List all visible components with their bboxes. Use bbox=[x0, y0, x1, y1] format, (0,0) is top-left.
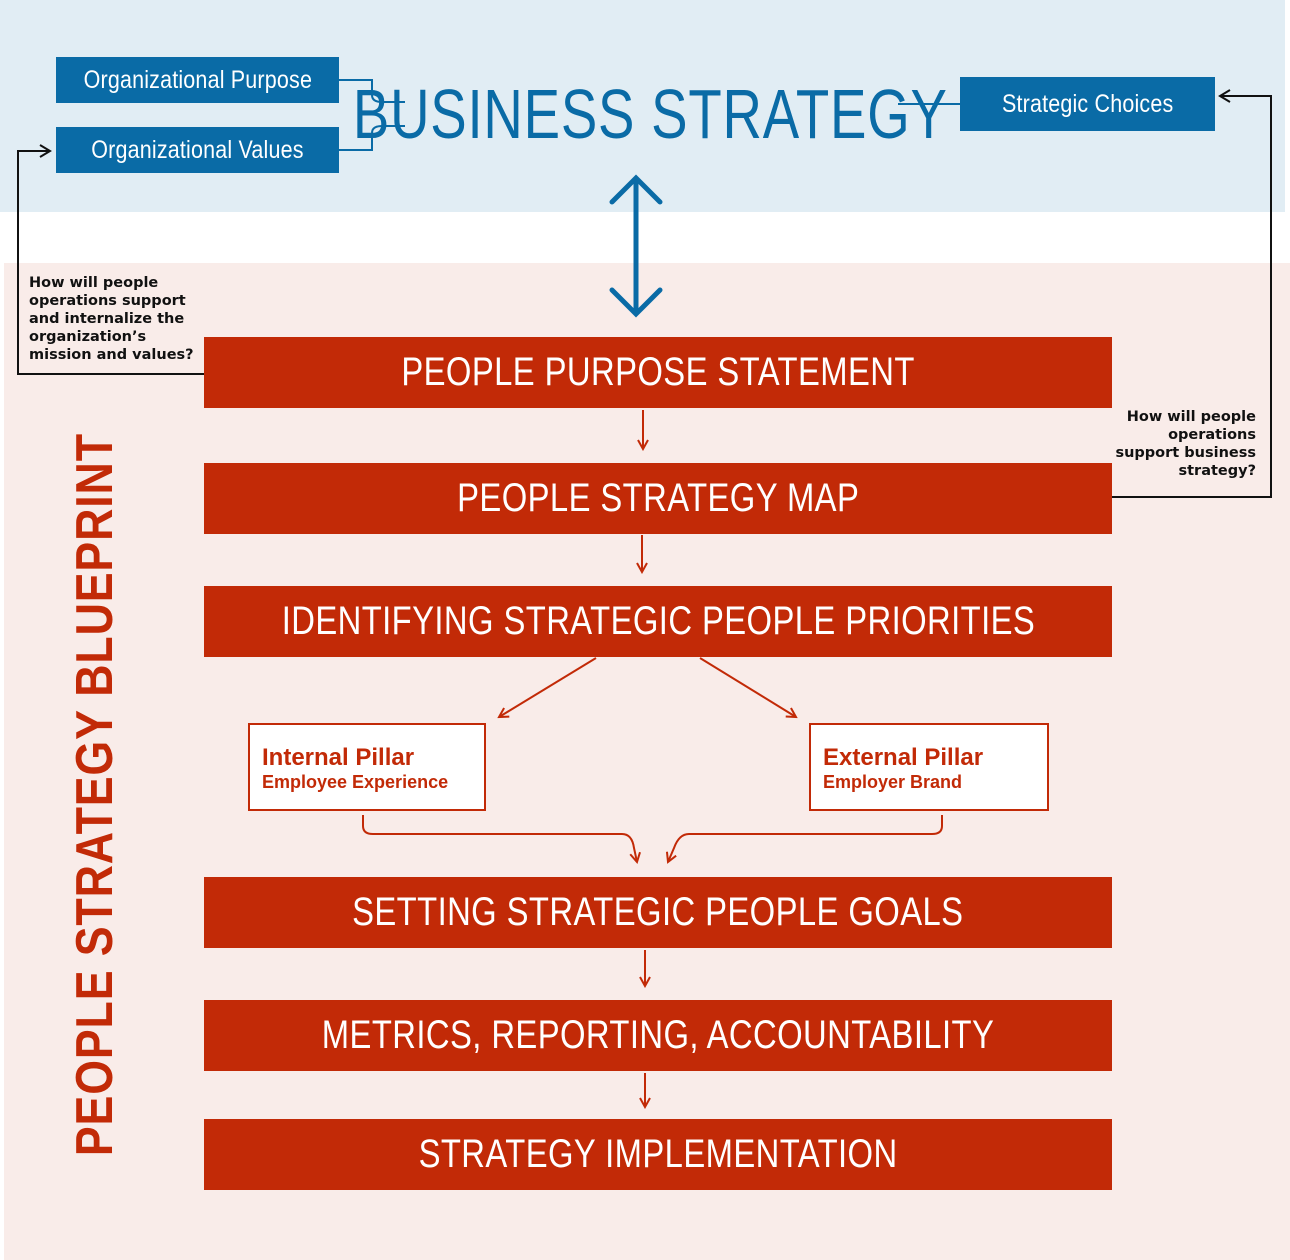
bidirectional-arrow-icon bbox=[609, 174, 663, 318]
left-question: How will people operations support and i… bbox=[29, 275, 194, 363]
right-question: How will people operations support busin… bbox=[1115, 409, 1256, 479]
people-strategy-band bbox=[4, 263, 1290, 1260]
organizational-values-label: Organizational Values bbox=[91, 135, 304, 164]
values-connector bbox=[339, 125, 405, 151]
external-pillar-title: External Pillar bbox=[823, 744, 984, 771]
purpose-connector bbox=[339, 79, 405, 103]
organizational-purpose-box: Organizational Purpose bbox=[56, 57, 339, 103]
arrow-priorities-to-internal bbox=[499, 657, 597, 717]
internal-pillar-title: Internal Pillar bbox=[262, 744, 415, 771]
internal-pillar-subtitle: Employee Experience bbox=[262, 772, 449, 792]
metrics-step: METRICS, REPORTING, ACCOUNTABILITY bbox=[204, 1000, 1112, 1071]
strategic-choices-label: Strategic Choices bbox=[1001, 89, 1174, 118]
external-pillar-box: External Pillar Employer Brand bbox=[809, 723, 1049, 811]
right-feedback-arrow bbox=[1112, 89, 1272, 498]
strategic-goals-step: SETTING STRATEGIC PEOPLE GOALS bbox=[204, 877, 1112, 948]
strategic-choices-box: Strategic Choices bbox=[960, 77, 1215, 131]
people-purpose-statement-step: PEOPLE PURPOSE STATEMENT bbox=[204, 337, 1112, 408]
people-strategy-map-step: PEOPLE STRATEGY MAP bbox=[204, 463, 1112, 534]
organizational-purpose-label: Organizational Purpose bbox=[83, 65, 312, 94]
strategic-priorities-step: IDENTIFYING STRATEGIC PEOPLE PRIORITIES bbox=[204, 586, 1112, 657]
arrow-external-to-goals bbox=[668, 815, 943, 862]
people-strategy-blueprint-title: PEOPLE STRATEGY BLUEPRINT bbox=[66, 433, 124, 1157]
internal-pillar-box: Internal Pillar Employee Experience bbox=[248, 723, 486, 811]
business-strategy-title: BUSINESS STRATEGY bbox=[352, 75, 948, 153]
external-pillar-subtitle: Employer Brand bbox=[823, 772, 963, 792]
arrow-priorities-to-external bbox=[699, 657, 796, 717]
arrow-internal-to-goals bbox=[362, 815, 637, 862]
organizational-values-box: Organizational Values bbox=[56, 127, 339, 173]
strategy-implementation-step: STRATEGY IMPLEMENTATION bbox=[204, 1119, 1112, 1190]
left-feedback-arrow bbox=[17, 144, 204, 375]
